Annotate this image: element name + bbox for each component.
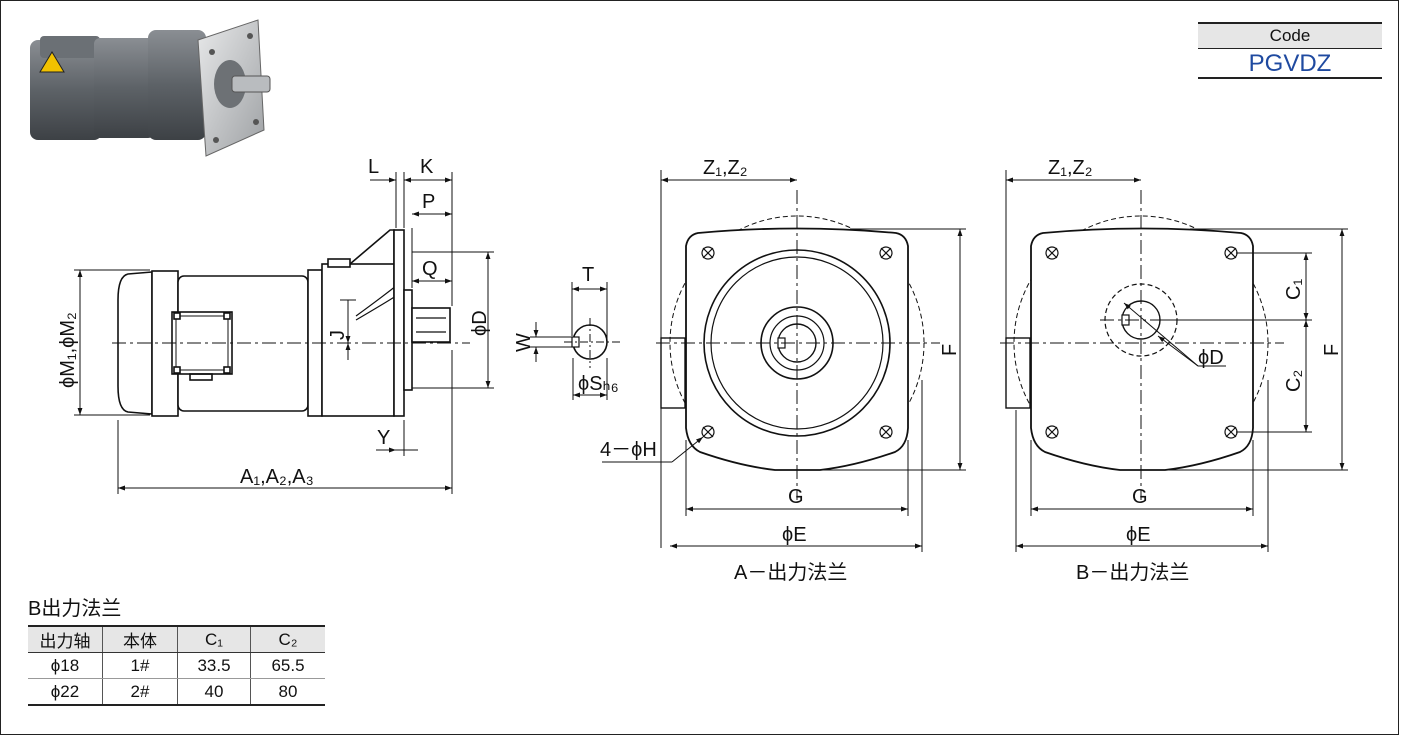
- cell-shaft: ϕ22: [28, 678, 103, 706]
- code-box: Code PGVDZ: [1198, 22, 1382, 80]
- cell-c2: 80: [250, 678, 325, 706]
- dim-S: ϕSₕ₆: [578, 373, 619, 395]
- product-photo: [30, 19, 271, 157]
- cell-c2: 65.5: [250, 652, 325, 679]
- flange-a-labels: Z₁,Z₂ F G ϕE 4－ϕH A－出力法兰: [600, 157, 961, 584]
- dim-phiD: ϕD: [469, 310, 491, 336]
- dim-K: K: [420, 156, 434, 178]
- dim-E: ϕE: [782, 524, 807, 546]
- cell-body: 1#: [102, 652, 178, 679]
- flange-b-dimensions: [1005, 170, 1348, 552]
- cell-c1: 40: [177, 678, 251, 706]
- dim-Z: Z₁,Z₂: [703, 157, 748, 179]
- spec-table: 出力轴 本体 C₁ C₂ ϕ18 1# 33.5 65.5 ϕ22 2# 40 …: [28, 625, 325, 706]
- code-value: PGVDZ: [1198, 49, 1382, 79]
- dim-Y: Y: [377, 427, 390, 449]
- flange-a-caption: A－出力法兰: [734, 561, 847, 584]
- dim-D: ϕD: [1198, 347, 1224, 369]
- dim-F: F: [939, 344, 961, 356]
- code-label: Code: [1198, 22, 1382, 49]
- flange-a-dimensions: [602, 170, 966, 552]
- cell-c1: 33.5: [177, 652, 251, 679]
- dim-E: ϕE: [1126, 524, 1151, 546]
- dim-H: 4－ϕH: [600, 439, 657, 461]
- dim-G: G: [1132, 486, 1148, 508]
- table-row: ϕ22 2# 40 80: [28, 678, 325, 706]
- flange-a-centerlines: [656, 190, 940, 500]
- shaft-section-labels: T W ϕSₕ₆: [513, 264, 619, 395]
- header-c1: C₁: [177, 625, 251, 653]
- header-body: 本体: [102, 625, 178, 653]
- dim-F: F: [1321, 344, 1343, 356]
- table-header-row: 出力轴 本体 C₁ C₂: [28, 625, 325, 653]
- cell-body: 2#: [102, 678, 178, 706]
- header-c2: C₂: [250, 625, 325, 653]
- side-view-labels: L K P Q Y A₁,A₂,A₃ J ϕD ϕM₁,ϕM₂: [57, 156, 491, 488]
- dim-L: L: [368, 156, 379, 178]
- table-title: B出力法兰: [28, 598, 122, 620]
- side-view-dimensions: [74, 172, 494, 494]
- dim-J: J: [327, 330, 349, 340]
- header-output-shaft: 出力轴: [28, 625, 103, 653]
- dim-G: G: [788, 486, 804, 508]
- table-row: ϕ18 1# 33.5 65.5: [28, 652, 325, 679]
- shaft-section: [530, 282, 620, 400]
- dim-C1: C₁: [1283, 279, 1305, 300]
- dim-T: T: [582, 264, 594, 286]
- flange-b-labels: Z₁,Z₂ F C₁ C₂ ϕD G ϕE B－出力法兰: [1048, 157, 1343, 584]
- dim-C2: C₂: [1283, 370, 1305, 392]
- flange-b-caption: B－出力法兰: [1076, 561, 1189, 584]
- side-view: [117, 229, 451, 417]
- dim-P: P: [422, 191, 435, 213]
- cell-shaft: ϕ18: [28, 652, 103, 679]
- dim-W: W: [513, 333, 535, 352]
- dim-A: A₁,A₂,A₃: [240, 466, 314, 488]
- dim-Q: Q: [422, 258, 438, 280]
- dim-Z: Z₁,Z₂: [1048, 157, 1093, 179]
- dim-phiM: ϕM₁,ϕM₂: [57, 312, 79, 388]
